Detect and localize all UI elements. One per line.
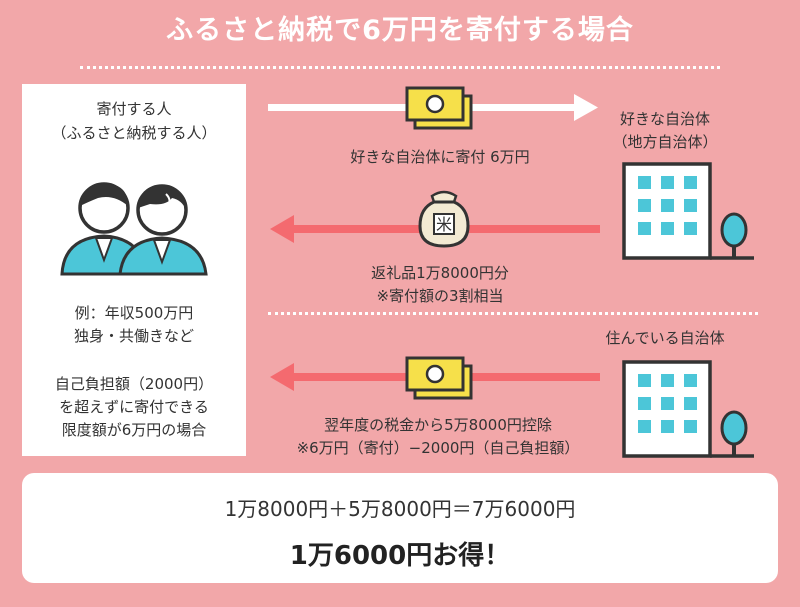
- gift-label: 返礼品1万8000円分: [371, 264, 509, 282]
- svg-text:米: 米: [436, 215, 452, 234]
- donor-example-status: 独身・共働きなど: [73, 327, 194, 345]
- building-icon: [622, 162, 754, 260]
- donor-condition-1: 自己負担額（2000円）: [54, 375, 214, 393]
- donation-label: 好きな自治体に寄付 6万円: [350, 148, 530, 166]
- deduction-label: 翌年度の税金から5万8000円控除: [324, 416, 552, 434]
- people-icon: [60, 182, 208, 276]
- donor-title: 寄付する人: [96, 100, 172, 118]
- donor-subtitle: （ふるさと納税する人）: [51, 124, 217, 142]
- money-icon: [405, 86, 473, 130]
- donor-example-income: 例：年収500万円: [74, 304, 194, 322]
- donor-condition-2: を超えずに寄付できる: [59, 398, 209, 416]
- favorite-municipality-sublabel: （地方自治体）: [612, 133, 718, 151]
- gift-note: ※寄付額の3割相当: [376, 287, 504, 305]
- middle-divider: [268, 312, 758, 315]
- deduction-note: ※6万円（寄付）−2000円（自己負担額）: [296, 439, 580, 457]
- residence-municipality-label: 住んでいる自治体: [605, 329, 725, 347]
- top-divider: [80, 66, 720, 69]
- building-icon: [622, 360, 754, 458]
- page-title: ふるさと納税で6万円を寄付する場合: [166, 15, 634, 46]
- result-formula: 1万8000円＋5万8000円＝7万6000円: [224, 497, 576, 521]
- donor-condition-3: 限度額が6万円の場合: [61, 421, 207, 439]
- result-gain: 1万6000円お得！: [289, 541, 511, 571]
- result-box: 1万8000円＋5万8000円＝7万6000円 1万6000円お得！: [22, 473, 778, 583]
- favorite-municipality-label: 好きな自治体: [619, 110, 710, 128]
- donor-panel: 寄付する人 （ふるさと納税する人） 例：年収500万円 独身・共働きなど 自己負…: [22, 84, 246, 456]
- money-icon: [405, 356, 473, 400]
- rice-bag-icon: 米: [418, 190, 470, 248]
